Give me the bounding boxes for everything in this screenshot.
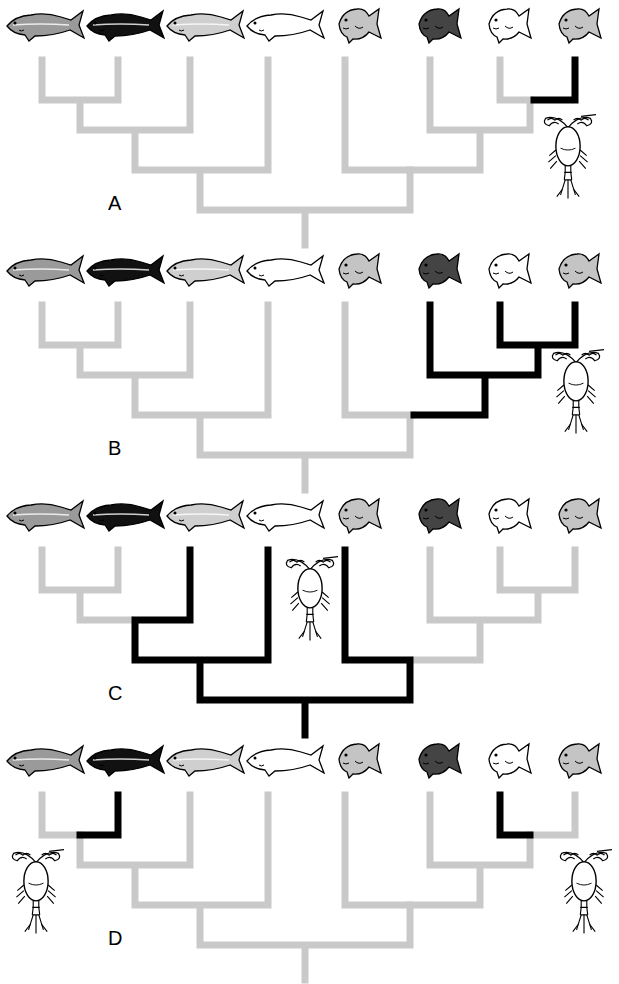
panel-letter: D: [108, 928, 122, 948]
panel-letter: C: [108, 683, 122, 703]
panel-letter: B: [108, 438, 121, 458]
panel-letter: A: [108, 193, 121, 213]
